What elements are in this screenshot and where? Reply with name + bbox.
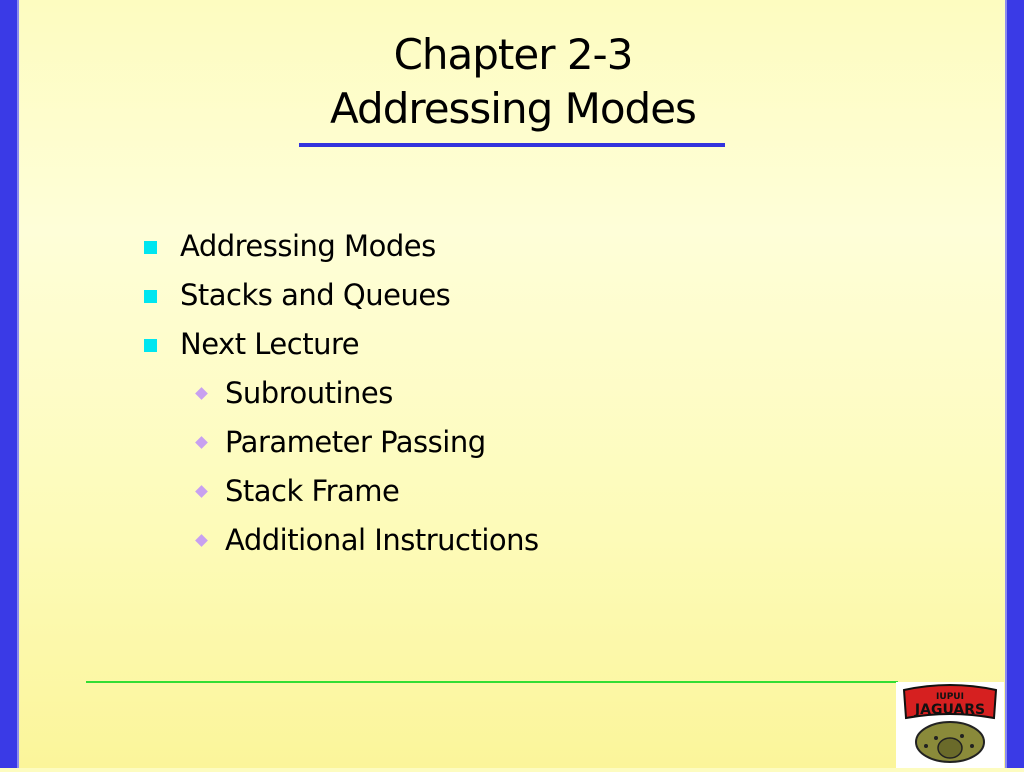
sub-list-item: Additional Instructions bbox=[142, 516, 539, 565]
list-item: Stacks and Queues bbox=[142, 271, 539, 320]
jaguars-logo: IUPUI JAGUARS bbox=[896, 682, 1004, 768]
right-side-bar bbox=[1005, 0, 1024, 768]
bullet-list: Addressing Modes Stacks and Queues Next … bbox=[142, 222, 539, 565]
square-bullet-icon bbox=[144, 290, 157, 303]
title-line-1: Chapter 2-3 bbox=[393, 30, 634, 79]
list-item: Addressing Modes bbox=[142, 222, 539, 271]
left-side-bar bbox=[0, 0, 19, 768]
diamond-bullet-icon bbox=[195, 485, 208, 498]
svg-text:JAGUARS: JAGUARS bbox=[914, 702, 985, 718]
title-underline bbox=[299, 143, 725, 147]
diamond-bullet-icon bbox=[195, 387, 208, 400]
square-bullet-icon bbox=[144, 339, 157, 352]
square-bullet-icon bbox=[144, 241, 157, 254]
diamond-bullet-icon bbox=[195, 436, 208, 449]
slide-title: Chapter 2-3 Addressing Modes bbox=[300, 28, 726, 136]
list-item: Next Lecture bbox=[142, 320, 539, 369]
title-line-2: Addressing Modes bbox=[330, 84, 697, 133]
diamond-bullet-icon bbox=[195, 534, 208, 547]
sub-list-item: Subroutines bbox=[142, 369, 539, 418]
sub-list-item: Parameter Passing bbox=[142, 418, 539, 467]
footer-rule bbox=[86, 681, 898, 683]
sub-list-item: Stack Frame bbox=[142, 467, 539, 516]
svg-text:IUPUI: IUPUI bbox=[936, 692, 964, 702]
